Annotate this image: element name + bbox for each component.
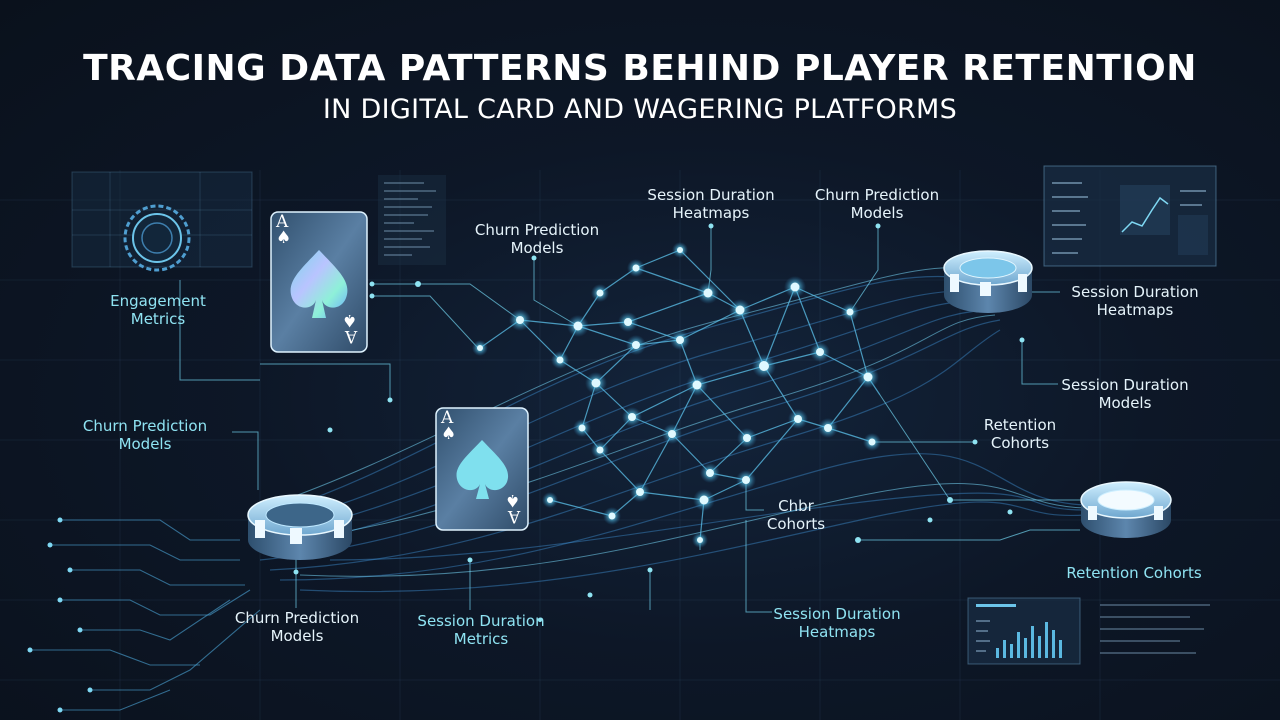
label-session-bottom: Session Duration Heatmaps: [773, 605, 901, 641]
page-subtitle: IN DIGITAL CARD AND WAGERING PLATFORMS: [322, 94, 958, 125]
card-1-corner-bottom: A ♠: [342, 310, 358, 346]
analytics-dashboard: [1043, 165, 1217, 267]
chip-bottom-left: [247, 494, 353, 560]
chip-top-right: [943, 250, 1033, 313]
label-churn-top: Churn Prediction Models: [474, 221, 600, 257]
label-session-models: Session Duration Models: [1061, 376, 1189, 412]
code-panel: [378, 175, 446, 265]
label-retention-cohorts: Retention Cohorts: [983, 416, 1057, 452]
bar-dashboard: [967, 597, 1210, 665]
label-churn-top-right: Churn Prediction Models: [814, 186, 940, 222]
card-1-corner: A ♠: [276, 212, 292, 248]
card-1-suit-bottom: ♠: [342, 310, 358, 330]
card-1-rank: A: [276, 212, 289, 232]
label-chbr-cohorts: Chbr Cohorts: [766, 497, 826, 533]
card-2-rank: A: [441, 408, 454, 428]
page-title: TRACING DATA PATTERNS BEHIND PLAYER RETE…: [83, 48, 1197, 89]
chip-bottom-right: [1080, 481, 1172, 538]
connector-dots: [293, 223, 1025, 622]
circuit-dots: [27, 517, 93, 713]
label-retention-cohorts-single: Retention Cohorts: [1066, 564, 1202, 582]
card-2-corner: A ♠: [441, 408, 457, 444]
card-2-corner-bottom: A ♠: [505, 490, 521, 526]
label-session-metrics: Session Duration Metrics: [417, 612, 545, 648]
label-session-right: Session Duration Heatmaps: [1071, 283, 1199, 319]
card-2-suit-bottom: ♠: [505, 490, 521, 510]
background-grid: [0, 170, 1280, 720]
label-engagement-metrics: Engagement Metrics: [110, 292, 206, 328]
card-1-suit: ♠: [276, 228, 292, 248]
label-session-top: Session Duration Heatmaps: [647, 186, 775, 222]
network-nodes: [472, 242, 881, 548]
label-churn-left: Churn Prediction Models: [82, 417, 208, 453]
playing-card-2: [435, 407, 529, 531]
circuit-traces: [30, 519, 261, 711]
card-2-suit: ♠: [441, 424, 457, 444]
playing-card-1: [270, 211, 368, 353]
label-churn-bottom: Churn Prediction Models: [234, 609, 360, 645]
engagement-gauge: [71, 171, 253, 272]
